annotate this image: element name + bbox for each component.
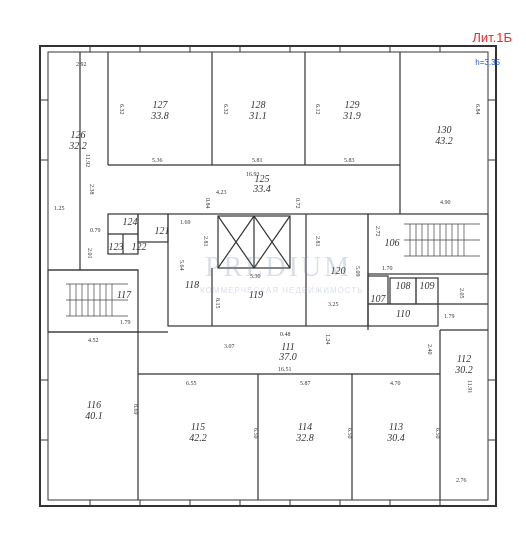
dimension: 6.50 — [252, 428, 258, 439]
dimension: 6.50 — [434, 428, 440, 439]
room-109-num: 109 — [420, 281, 435, 292]
room-111-num: 111 — [281, 342, 295, 353]
room-113-num: 113 — [389, 422, 403, 433]
dimension: 5.64 — [178, 260, 184, 271]
room-128-num: 128 — [251, 100, 266, 111]
dimension: 0.79 — [90, 228, 101, 234]
dimension: 2.76 — [456, 478, 467, 484]
dimension: 6.84 — [474, 104, 480, 115]
dimension: 2.05 — [458, 288, 464, 299]
dimension: 6.32 — [222, 104, 228, 115]
room-108-num: 108 — [396, 281, 411, 292]
room-126-num: 126 — [71, 130, 86, 141]
room-129-area: 31.9 — [342, 111, 361, 122]
room-118-num: 118 — [185, 280, 199, 291]
room-115-num: 115 — [191, 422, 205, 433]
ceiling-height-label: h=3.35 — [475, 58, 500, 67]
dimension: 1.25 — [54, 206, 65, 212]
dimension: 8.69 — [132, 404, 138, 415]
dimension: 3.25 — [328, 302, 339, 308]
dimension: 0.84 — [204, 198, 210, 209]
dimension: 2.92 — [76, 62, 87, 68]
room-111-area: 37.0 — [278, 352, 297, 363]
watermark-tagline: КОММЕРЧЕСКАЯ НЕДВИЖИМОСТЬ — [200, 286, 364, 295]
room-116-area: 40.1 — [85, 411, 103, 422]
room-130-num: 130 — [437, 125, 452, 136]
dimension: 2.40 — [426, 344, 432, 355]
interior-walls — [47, 52, 489, 500]
room-127-area: 33.8 — [150, 111, 169, 122]
dimension: 3.07 — [224, 344, 235, 350]
dimension: 16.93 — [246, 172, 260, 178]
dimension: 2.38 — [88, 184, 94, 195]
dimension: 4.70 — [390, 381, 401, 387]
room-127-num: 127 — [153, 100, 169, 111]
room-119-num: 119 — [249, 290, 263, 301]
dimension: 1.79 — [444, 314, 455, 320]
room-117-num: 117 — [117, 290, 132, 301]
dimension: 5.30 — [250, 274, 261, 280]
room-labels: 127 33.8 128 31.1 129 31.9 130 43.2 126 … — [68, 100, 473, 444]
room-126-area: 32.2 — [68, 141, 87, 152]
room-114-area: 32.8 — [295, 433, 314, 444]
room-112-area: 30.2 — [454, 365, 473, 376]
dimension: 6.50 — [346, 428, 352, 439]
dimension: 6.12 — [314, 104, 320, 115]
room-129-num: 129 — [345, 100, 360, 111]
room-113-area: 30.4 — [386, 433, 405, 444]
room-130-area: 43.2 — [435, 136, 453, 147]
room-112-num: 112 — [457, 354, 471, 365]
dimension: 4.90 — [440, 200, 451, 206]
room-128-area: 31.1 — [248, 111, 267, 122]
room-125-area: 33.4 — [252, 184, 271, 195]
room-125-num: 125 — [255, 174, 270, 185]
dimension: 11.91 — [466, 380, 472, 393]
room-114-num: 114 — [298, 422, 312, 433]
building-letter-label: Лит.1Б — [472, 30, 512, 45]
dimension: 8.15 — [214, 298, 220, 309]
dimension: 1.79 — [120, 320, 131, 326]
room-110-num: 110 — [396, 309, 410, 320]
dimension: 1.69 — [180, 220, 191, 226]
dimension: 2.81 — [202, 236, 208, 247]
dimension: 5.87 — [300, 381, 311, 387]
dimension: 0.48 — [280, 332, 291, 338]
dimension: 16.51 — [278, 367, 292, 373]
dimension: 5.81 — [252, 158, 263, 164]
room-107-num: 107 — [371, 294, 387, 305]
dimension: 6.55 — [186, 381, 197, 387]
dimension: 2.72 — [374, 226, 380, 237]
room-106-num: 106 — [385, 238, 400, 249]
room-122-num: 122 — [132, 242, 147, 253]
dimension: 2.81 — [314, 236, 320, 247]
stairs-right — [404, 223, 480, 257]
room-123-num: 123 — [109, 242, 124, 253]
room-124-num: 124 — [123, 217, 138, 228]
dimension: 5.36 — [152, 158, 163, 164]
dimension: 4.23 — [216, 190, 227, 196]
watermark-brand: PREDIUM — [205, 252, 353, 283]
dimension: 0.72 — [294, 198, 300, 209]
dimension: 4.52 — [88, 338, 99, 344]
room-121-num: 121 — [155, 226, 170, 237]
stairs-left — [66, 283, 128, 317]
room-120-num: 120 — [331, 266, 346, 277]
windows — [40, 46, 496, 506]
dimension: 1.70 — [382, 266, 393, 272]
dimension: 1.24 — [324, 334, 330, 345]
dimension: 5.09 — [354, 266, 360, 277]
room-116-num: 116 — [87, 400, 101, 411]
dimension: 2.01 — [86, 248, 92, 259]
dimension-labels: 2.92 6.32 6.32 6.12 6.84 11.92 5.36 5.81… — [54, 62, 480, 484]
room-115-area: 42.2 — [189, 433, 207, 444]
dimension: 11.92 — [84, 154, 90, 167]
dimension: 5.83 — [344, 158, 355, 164]
dimension: 6.32 — [118, 104, 124, 115]
